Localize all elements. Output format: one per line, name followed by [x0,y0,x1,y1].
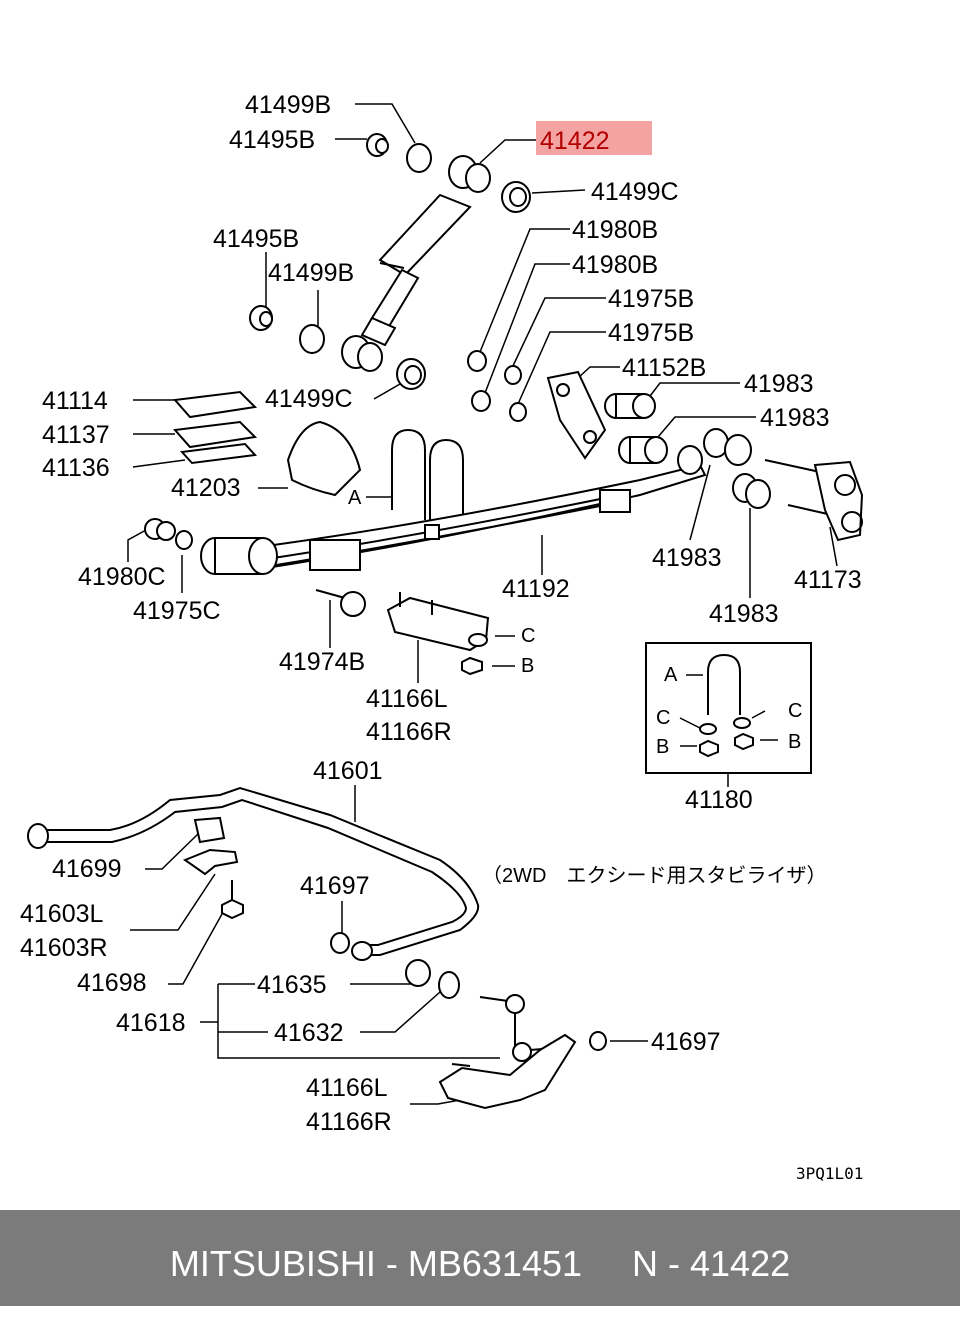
callout-41635: 41635 [257,971,327,999]
callout-41975b-2: 41975B [608,319,694,347]
stabilizer-hardware [182,816,607,1051]
footer-bar: MITSUBISHI - MB631451 N - 41422 [0,1210,960,1306]
callout-b-2: B [656,736,669,758]
callout-41603r: 41603R [20,934,108,962]
callout-41114: 41114 [42,387,108,415]
callout-41166r-1: 41166R [366,718,452,746]
callout-41166l-1: 41166L [366,685,448,713]
callout-41137: 41137 [42,421,110,449]
parts-diagram: 41499B 41495B 41422 41499C 41495B 41499B… [20,91,864,1183]
bushings-41983 [604,393,771,509]
callout-41192: 41192 [502,575,570,603]
callout-b-3: B [788,731,801,753]
callout-a-2: A [664,664,678,686]
callout-41698: 41698 [77,969,147,997]
u-bolts [391,428,464,520]
callout-41499c-top: 41499C [591,178,679,206]
bushings-upper [249,133,531,422]
callout-41975c: 41975C [133,597,221,625]
callout-41173: 41173 [794,566,862,594]
callout-41166r-2: 41166R [306,1108,392,1136]
front-bushings [144,518,193,550]
callout-41499c-mid: 41499C [265,385,353,413]
callout-41618: 41618 [116,1009,186,1037]
callout-c-3: C [788,700,802,722]
callout-c-1: C [521,625,535,647]
diagram-code: 3PQ1L01 [796,1164,863,1183]
callout-41152b: 41152B [622,354,706,382]
shackle-plate [546,370,607,460]
callout-41203: 41203 [171,474,241,502]
callout-41983-1: 41983 [744,370,814,398]
footer-part-number: MITSUBISHI - MB631451 N - 41422 [169,1243,791,1284]
bolt-41974b [315,589,366,617]
callout-41983-2: 41983 [760,404,830,432]
highlight-box [536,121,652,155]
callout-41974b: 41974B [279,648,365,676]
callout-41495b-mid: 41495B [213,225,299,253]
callout-41422: 41422 [540,127,610,155]
spacer-plates [172,390,258,465]
leaf-spring [200,445,707,575]
callout-a-1: A [348,487,362,509]
bracket-41173 [764,459,864,542]
callout-b-1: B [521,655,534,677]
bump-stop [286,420,362,497]
callout-41499b-mid: 41499B [268,259,354,287]
callout-41499b-top: 41499B [245,91,331,119]
callout-41980b-2: 41980B [572,251,658,279]
shock-absorber [341,155,491,372]
ubolt-kit-box [645,642,812,774]
callout-41980c: 41980C [78,563,166,591]
callout-41495b-top: 41495B [229,126,315,154]
note-text: （2WD エクシード用スタビライザ） [482,864,826,887]
callout-41632: 41632 [274,1019,344,1047]
callout-41975b-1: 41975B [608,285,694,313]
callout-41697-1: 41697 [300,872,370,900]
stabilizer-bar [27,786,480,961]
callout-c-2: C [656,707,670,729]
spring-plate [386,592,490,676]
callout-41983-3: 41983 [652,544,722,572]
callout-41699: 41699 [52,855,122,883]
callout-41603l: 41603L [20,900,104,928]
callout-41166l-2: 41166L [306,1074,388,1102]
callout-41980b-1: 41980B [572,216,658,244]
callout-41601: 41601 [313,757,383,785]
callout-41180: 41180 [685,786,753,814]
leader-lines [127,103,838,1105]
callout-41697-2: 41697 [651,1028,721,1056]
callout-41983-4: 41983 [709,600,779,628]
callout-41136: 41136 [42,454,110,482]
stabilizer-link [438,994,577,1110]
